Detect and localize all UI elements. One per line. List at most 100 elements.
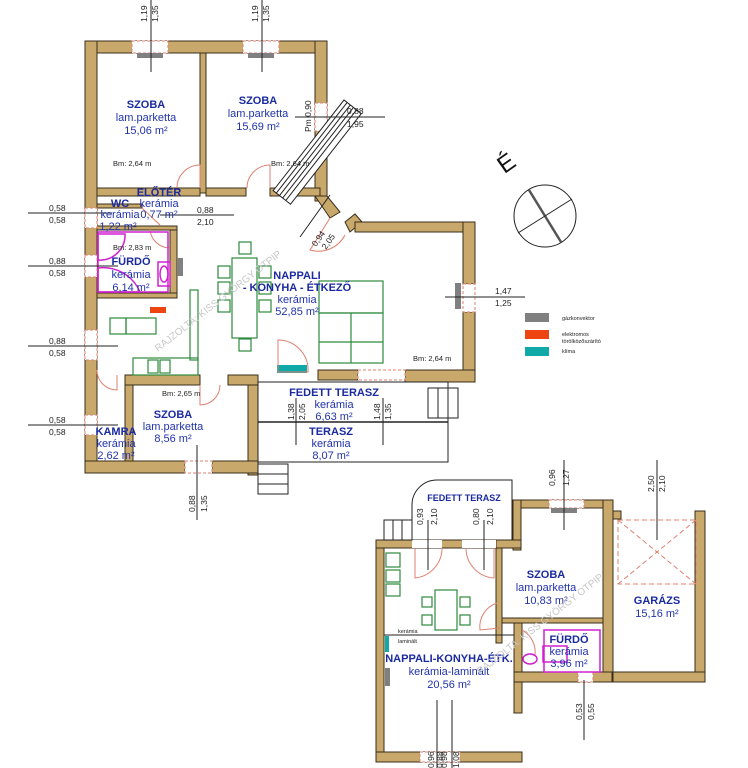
towel-dryer-icon	[150, 307, 166, 313]
dimension-lines	[427, 460, 658, 768]
wall	[404, 369, 476, 383]
wall	[96, 292, 178, 299]
window	[462, 283, 476, 313]
wall	[314, 195, 341, 219]
legend-swatch-gas-heater	[525, 313, 549, 322]
air-conditioner-icon	[277, 365, 307, 373]
door-arc	[149, 227, 171, 249]
dim-label: 0,58	[49, 427, 66, 437]
chair	[258, 281, 272, 295]
bathroom-fixtures	[97, 231, 171, 293]
wall	[354, 221, 476, 233]
dim-label: 0,98	[439, 751, 449, 768]
wall	[495, 539, 522, 549]
legend-label: elektromos	[562, 332, 589, 338]
wall	[612, 671, 706, 683]
dim-label: 1,47	[495, 286, 512, 296]
dim-label: 2,10	[657, 475, 667, 492]
dim-label: 0,88	[197, 205, 214, 215]
windows	[412, 499, 594, 763]
dim-label: 0,88	[347, 106, 364, 116]
terrace-stairs	[257, 387, 459, 495]
shower-icon	[97, 233, 126, 261]
dim-label: 0,58	[49, 348, 66, 358]
room-area: 52,85 m²	[275, 306, 319, 318]
wall	[96, 187, 201, 197]
room-height: Bm: 2,65 m	[162, 389, 200, 398]
room-labels: FEDETT TERASZ SZOBA lam.parketta 10,83 m…	[385, 493, 680, 691]
window	[548, 499, 585, 509]
room-title: NAPPALI	[273, 270, 320, 282]
chair	[217, 265, 231, 279]
sink-icon	[385, 569, 401, 583]
room-title: SZOBA	[127, 99, 166, 111]
wall	[694, 510, 706, 682]
legend-label: klíma	[562, 349, 576, 355]
dim-label: 2,10	[197, 217, 214, 227]
wall	[501, 617, 604, 624]
room-floor: kerámia-laminált	[409, 666, 490, 678]
dishwasher-icon	[385, 583, 401, 597]
room-floor: kerámia	[277, 294, 317, 306]
window	[242, 40, 280, 54]
bathroom-area	[543, 629, 601, 673]
room-floor: lam.parketta	[516, 582, 577, 594]
window	[419, 751, 461, 763]
door-arc	[246, 164, 271, 189]
dim-label: 0,53	[574, 703, 584, 720]
wall	[317, 369, 359, 381]
garage-door-cross	[617, 519, 697, 585]
wall	[375, 544, 385, 761]
room-title: FÜRDŐ	[111, 255, 151, 268]
dim-label: 0,88	[435, 751, 445, 768]
air-conditioner-icon	[385, 636, 389, 652]
window	[577, 671, 594, 683]
room-title: SZOBA	[154, 409, 193, 421]
wall	[513, 671, 613, 683]
chair	[217, 281, 231, 295]
dim-label: 1,38	[286, 403, 296, 420]
kitchen-counter	[189, 289, 199, 361]
stove-icon	[385, 552, 401, 568]
sink-icon	[157, 261, 171, 287]
legend-label: gázkonvektor	[562, 316, 595, 322]
wall	[96, 203, 143, 209]
room-area: 15,16 m²	[635, 608, 679, 620]
room-area: 8,56 m²	[154, 433, 192, 445]
dim-label: 1,35	[199, 495, 209, 512]
dim-label: 0,96	[547, 469, 557, 486]
dimension-labels: 0,96 1,27 2,50 2,10 0,93 2,10 0,80 2,10 …	[415, 469, 667, 768]
wall	[227, 374, 259, 386]
room-title: NAPPALI-KONYHA-ÉTK.	[385, 652, 513, 665]
legend: gázkonvektor elektromos törölközőszárító…	[525, 313, 601, 356]
wall	[612, 510, 622, 520]
furniture	[109, 241, 384, 376]
room-title: FÜRDŐ	[549, 633, 589, 646]
dim-label: Pm 0,90	[303, 100, 313, 132]
terrace-stairs	[383, 519, 413, 541]
dim-label: 0,58	[49, 268, 66, 278]
dim-label: 2,50	[646, 475, 656, 492]
dim-label: 0,58	[49, 415, 66, 425]
chair	[258, 299, 272, 313]
stairs	[257, 463, 289, 495]
room-title: GARÁZS	[634, 594, 680, 607]
window	[84, 207, 98, 229]
door-arc	[176, 164, 201, 189]
room-floor: kerámia	[96, 438, 136, 450]
wall	[211, 460, 259, 474]
room-area: 6,63 m²	[315, 411, 353, 423]
room-area: 15,69 m²	[236, 121, 280, 133]
dimension-lines	[28, 0, 525, 520]
room-area: 1,22 m²	[99, 221, 137, 233]
compass: É	[492, 148, 577, 248]
dim-label: 1,27	[561, 469, 571, 486]
window	[131, 40, 169, 54]
wall	[169, 229, 178, 299]
room-area: 20,56 m²	[427, 679, 471, 691]
door-opening	[462, 540, 496, 548]
stairs	[383, 519, 413, 541]
dim-label: 0,96	[426, 751, 436, 768]
room-height: Bm: 2,83 m	[113, 243, 151, 252]
wall	[602, 499, 614, 681]
